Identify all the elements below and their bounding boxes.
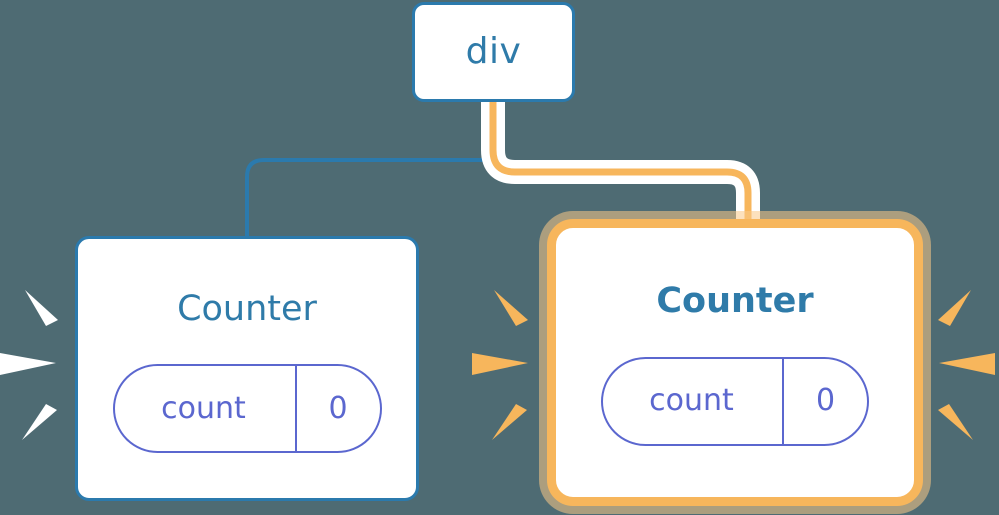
ray-orange-right-middle — [939, 353, 995, 375]
counter-card-left-body: Counter count 0 — [78, 239, 416, 502]
ray-white-top — [25, 290, 58, 326]
edge-div-to-counter-right-halo — [481, 102, 760, 235]
ray-orange-top — [494, 290, 528, 326]
ray-orange-right-bottom — [938, 404, 973, 440]
ray-white-bottom — [22, 404, 57, 440]
ray-orange-bottom — [492, 404, 527, 440]
counter-left-title: Counter — [177, 289, 317, 329]
counter-card-left[interactable]: Counter count 0 — [75, 236, 419, 501]
rays-right-orange — [938, 290, 995, 440]
counter-left-state-pill[interactable]: count 0 — [112, 364, 382, 453]
rays-left-outer — [0, 290, 58, 440]
ray-orange-right-top — [938, 290, 971, 326]
ray-orange-middle — [472, 353, 528, 375]
counter-card-right[interactable]: Counter count 0 — [547, 219, 923, 506]
counter-right-state-value: 0 — [815, 383, 836, 418]
node-div[interactable]: div — [412, 2, 575, 102]
counter-left-state-value: 0 — [328, 390, 348, 426]
counter-right-state-key: count — [603, 358, 784, 444]
counter-left-state-key: count — [115, 366, 297, 451]
edge-div-to-counter-left — [245, 102, 495, 236]
counter-card-right-body: Counter count 0 — [556, 228, 914, 499]
edge-div-to-counter-right — [489, 102, 752, 235]
counter-right-state-pill[interactable]: count 0 — [601, 356, 869, 446]
ray-white-middle — [0, 353, 56, 375]
counter-right-title: Counter — [656, 280, 814, 321]
rays-middle-orange — [472, 290, 528, 440]
node-div-label: div — [465, 31, 522, 72]
